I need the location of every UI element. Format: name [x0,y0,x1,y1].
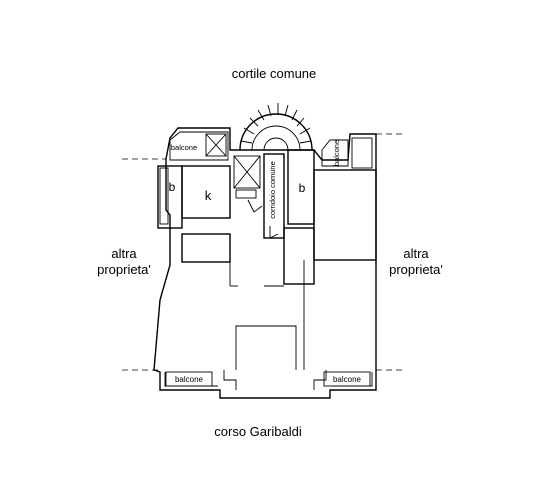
room-right-upper [313,169,377,261]
bath-right-label: b [299,181,306,195]
room-bath-right: b [287,149,315,225]
balcony-bottom-right-label: balcone [333,375,362,384]
kitchen-label: k [205,188,212,203]
entrance-bay [223,325,327,390]
room-kitchen: k [181,165,231,219]
spiral-staircase [239,103,313,151]
balcony-bottom-left-label: balcone [175,375,204,384]
left-neighbor-label-line1: altra [111,246,137,261]
right-neighbor-label-line2: proprieta' [389,262,443,277]
balcony-top-right-label: balcone [332,140,341,166]
bottom-street-label: corso Garibaldi [214,424,302,439]
lift-shaft [233,155,261,199]
balcony-bottom-left: balcone [165,371,213,387]
room-right-hall [264,227,315,370]
common-corridor: corridoio comune [247,153,285,239]
balcony-bottom-right: balcone [323,371,371,387]
balcony-top-left: balcone [169,131,229,161]
balcony-top-right: balcone [321,137,373,169]
corridor-label: corridoio comune [268,161,277,219]
bath-left-label: b [169,180,176,194]
top-street-label: cortile comune [232,66,317,81]
left-neighbor-label-line2: proprieta' [97,262,151,277]
room-left-hall [181,233,238,287]
building-outline [153,127,377,399]
right-neighbor-label-line1: altra [403,246,429,261]
balcony-top-left-label: balcone [171,143,197,152]
